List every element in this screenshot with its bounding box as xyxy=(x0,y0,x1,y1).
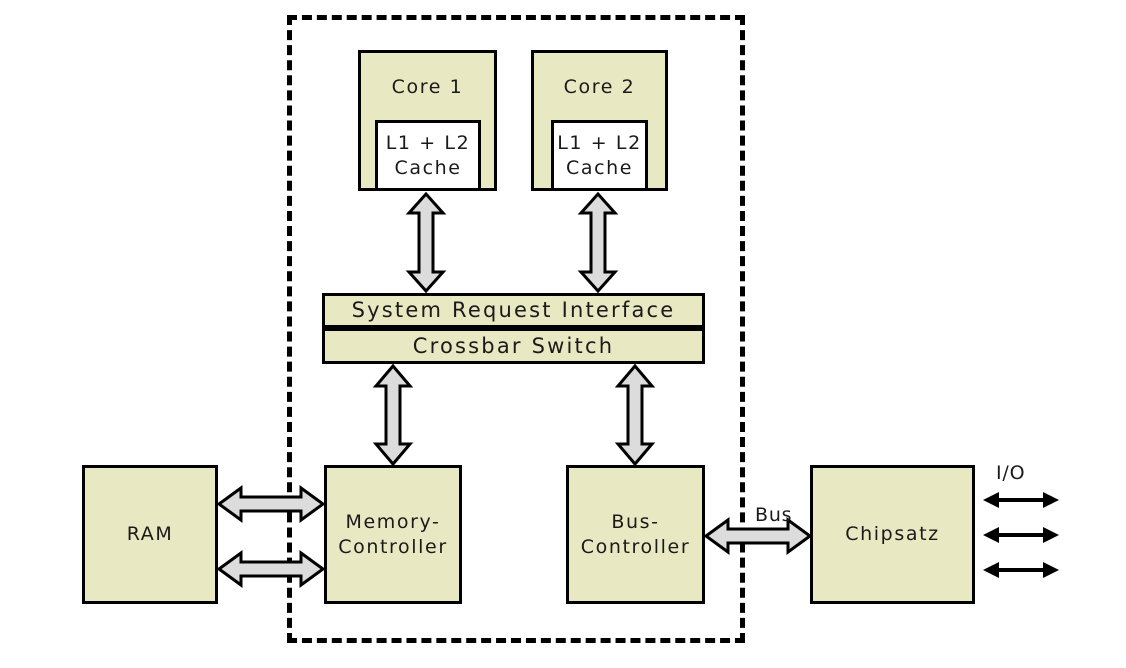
block-bus-controller-line2: Controller xyxy=(580,535,691,558)
connector-chipset-io-2 xyxy=(983,527,1059,543)
block-system-request-interface-label: System Request Interface xyxy=(351,298,676,323)
connector-crossbar-to-memory-controller xyxy=(372,363,414,467)
block-system-request-interface[interactable]: System Request Interface xyxy=(322,293,705,328)
block-crossbar-switch[interactable]: Crossbar Switch xyxy=(322,328,705,364)
block-chipset[interactable]: Chipsatz xyxy=(810,465,975,604)
block-core-2-cache-line2: Cache xyxy=(565,156,634,179)
block-core-2-cache-line1: L1 + L2 xyxy=(557,132,642,155)
connector-ram-to-memory-controller-lower xyxy=(216,550,326,588)
edge-label-io: I/O xyxy=(996,462,1026,484)
block-bus-controller[interactable]: Bus- Controller xyxy=(566,465,705,604)
block-memory-controller-line2: Controller xyxy=(338,535,448,558)
connector-bus-controller-to-chipset xyxy=(703,517,813,555)
block-core-2-label: Core 2 xyxy=(563,76,636,98)
block-core-1-cache-line2: Cache xyxy=(394,156,462,179)
block-crossbar-switch-label: Crossbar Switch xyxy=(412,333,615,358)
connector-crossbar-to-bus-controller xyxy=(614,363,656,467)
edge-label-bus: Bus xyxy=(755,504,793,526)
block-memory-controller[interactable]: Memory- Controller xyxy=(324,465,462,604)
connector-chipset-io-1 xyxy=(983,492,1059,508)
block-core-1-cache-line1: L1 + L2 xyxy=(385,132,471,155)
block-core-1-cache[interactable]: L1 + L2 Cache xyxy=(375,120,481,191)
connector-core2-to-sri xyxy=(577,191,619,294)
connector-core1-to-sri xyxy=(405,191,447,294)
block-core-2-cache[interactable]: L1 + L2 Cache xyxy=(551,120,648,191)
block-memory-controller-line1: Memory- xyxy=(345,511,441,534)
connector-ram-to-memory-controller-upper xyxy=(216,485,326,523)
connector-chipset-io-3 xyxy=(983,562,1059,578)
block-ram[interactable]: RAM xyxy=(82,465,218,604)
block-chipset-label: Chipsatz xyxy=(845,523,940,546)
block-core-1-label: Core 1 xyxy=(391,76,464,98)
block-bus-controller-line1: Bus- xyxy=(611,511,660,534)
block-ram-label: RAM xyxy=(126,523,174,546)
